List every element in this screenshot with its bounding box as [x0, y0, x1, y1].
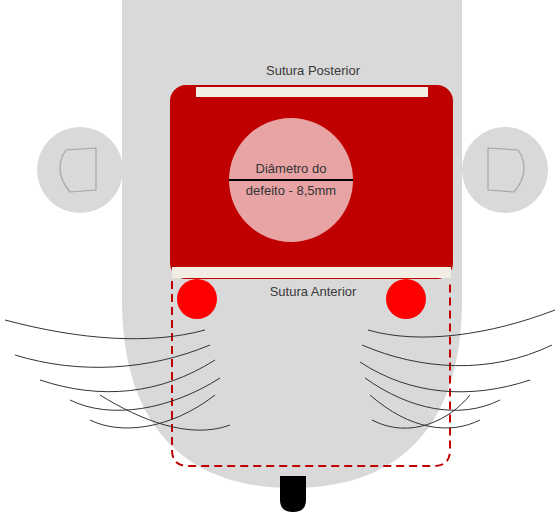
circle-outline — [229, 118, 353, 242]
left-eye — [177, 279, 217, 319]
left-whiskers — [5, 320, 230, 430]
nose — [280, 476, 306, 512]
left-ear — [37, 127, 123, 213]
posterior-suture — [196, 87, 428, 97]
suture-label: Sutura Anterior — [270, 284, 357, 299]
defect-circle: Diâmetro do defeito - 8,5mm — [229, 118, 353, 242]
left-ear-inner — [60, 148, 96, 192]
anterior-suture — [172, 267, 451, 278]
right-ear-inner — [488, 148, 524, 192]
suture-label: Sutura Posterior — [266, 63, 360, 78]
defect-diameter-text: Diâmetro do defeito - 8,5mm — [235, 158, 347, 202]
right-eye — [386, 279, 426, 319]
right-whiskers — [360, 310, 555, 428]
right-ear — [462, 127, 548, 213]
dashed-region — [172, 281, 450, 466]
defect-area — [229, 118, 353, 242]
skin-flap — [170, 85, 453, 279]
head — [122, 0, 462, 488]
diameter-line — [229, 179, 353, 181]
